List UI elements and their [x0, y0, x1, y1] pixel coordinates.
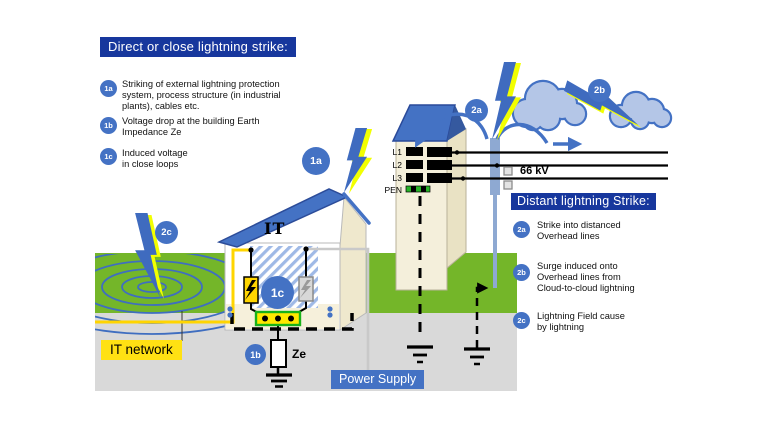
pen-bar [405, 185, 431, 193]
label-l1: L1 [392, 147, 402, 157]
legend-badge-1a: 1a [100, 80, 117, 97]
house-roof [216, 188, 349, 248]
it-label: IT [264, 219, 286, 238]
bolt-icon [245, 280, 256, 300]
overhead-lines [452, 151, 668, 180]
label-pen: PEN [384, 185, 402, 195]
marker-earth-impedance: 1b [245, 344, 266, 365]
surge-arrester-gray [298, 276, 314, 302]
power-supply-wire [306, 247, 370, 370]
legend-text-1b: Voltage drop at the building Earth Imped… [122, 116, 260, 137]
legend-text-2c: Lightning Field cause by lightning [537, 311, 625, 332]
legend-badge-2a: 2a [513, 221, 530, 238]
ze-label: Ze [292, 347, 307, 361]
left-panel-title: Direct or close lightning strike: [100, 37, 296, 57]
label-l2: L2 [392, 160, 402, 170]
earth-impedance-ze [266, 339, 292, 388]
substation-earthing [407, 196, 433, 364]
house [216, 188, 371, 331]
legend-text-1a: Striking of external lightning protectio… [122, 79, 281, 111]
line-taps [454, 150, 500, 181]
building-boundary [230, 313, 354, 331]
legend-badge-2b: 2b [513, 264, 530, 281]
it-network-label: IT network [101, 340, 182, 360]
power-supply-label: Power Supply [331, 370, 425, 389]
legend-badge-1c: 1c [100, 148, 117, 165]
marker-induced-loop: 1c [261, 276, 294, 309]
marker-cloud-lightning: 2b [588, 79, 611, 102]
surge-arrester-yellow [243, 276, 259, 304]
line-insulators [503, 166, 513, 190]
right-panel-title: Distant lightning Strike: [511, 193, 656, 210]
equipotential-busbar [254, 310, 302, 327]
lightning-bolt-house [343, 128, 373, 194]
marker-house-strike: 1a [302, 147, 330, 175]
legend-text-1c: Induced voltage in close loops [122, 148, 188, 169]
voltage-label: 66 kV [520, 165, 549, 177]
terminal-bars [406, 147, 452, 183]
marker-lightning-field: 2c [155, 221, 178, 244]
label-l3: L3 [392, 173, 402, 183]
legend-badge-1b: 1b [100, 117, 117, 134]
boundary-crossings [227, 306, 333, 318]
pole-earthing [464, 282, 490, 366]
marker-pole-strike: 2a [465, 99, 488, 122]
it-network-wire [95, 248, 251, 324]
legend-text-2b: Surge induced onto Overhead lines from C… [537, 261, 635, 293]
legend-badge-2c: 2c [513, 312, 530, 329]
storm-clouds [511, 79, 673, 132]
bolt-icon [300, 280, 311, 298]
legend-text-2a: Strike into distanced Overhead lines [537, 220, 621, 241]
